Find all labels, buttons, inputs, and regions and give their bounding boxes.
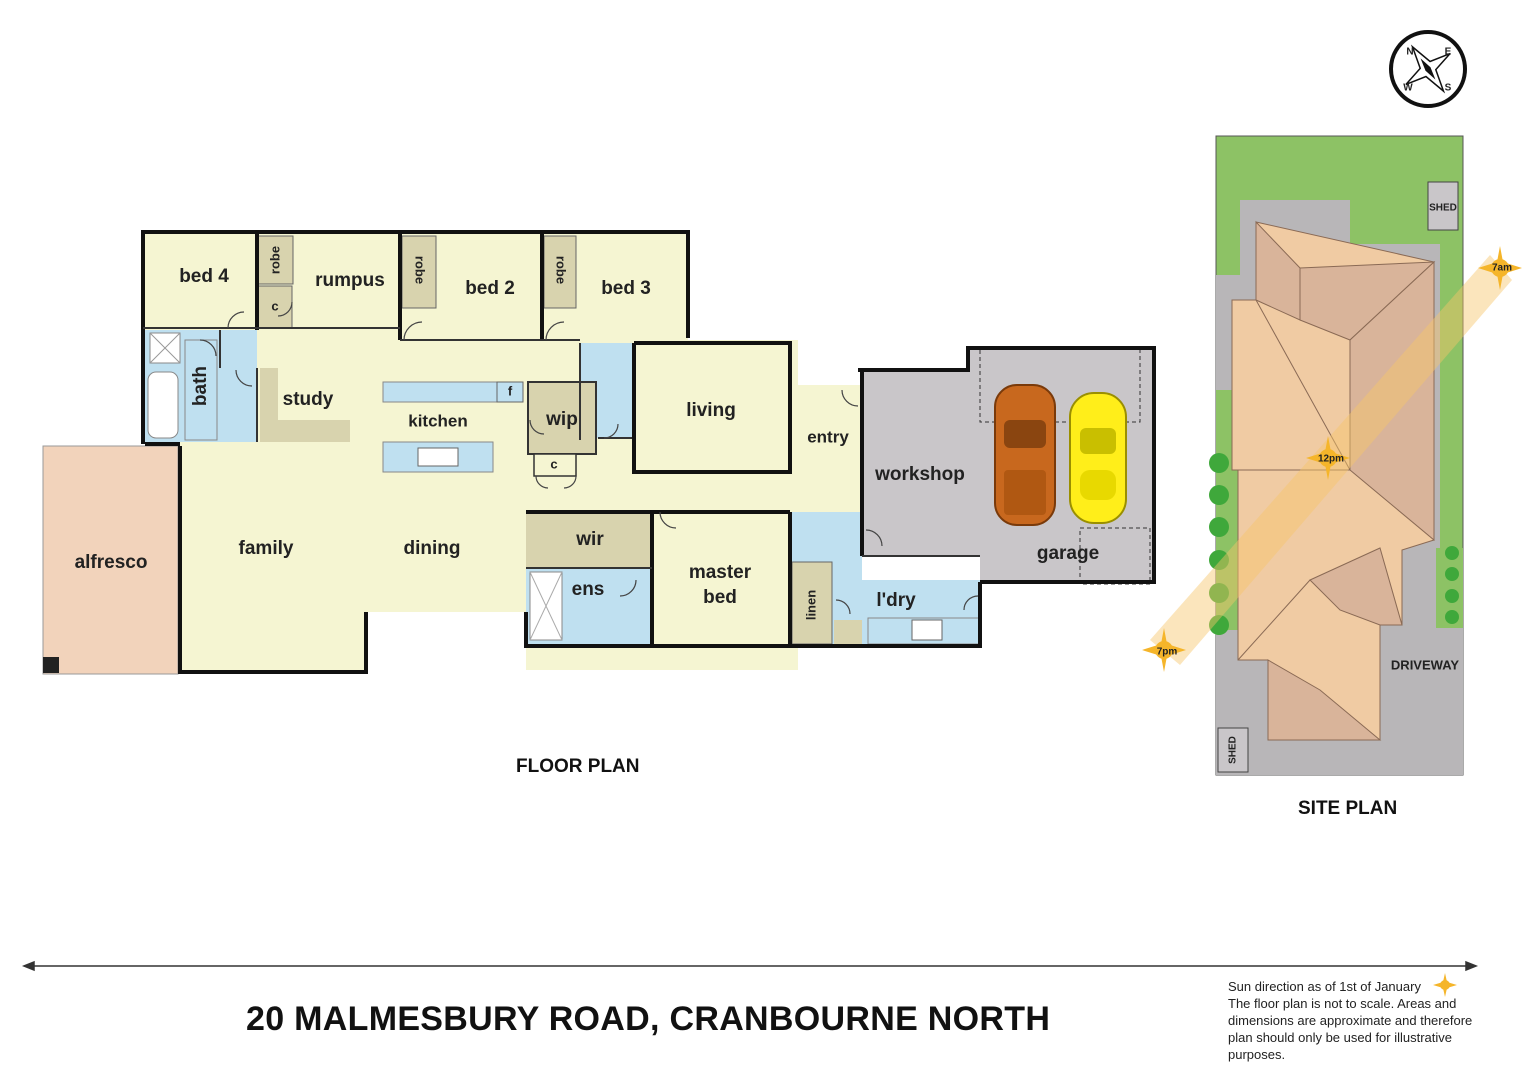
room-bed-2: bed 2 — [465, 278, 515, 299]
room-alfresco: alfresco — [75, 552, 148, 573]
room-master-bed-line1: master — [689, 562, 752, 583]
sun-7pm-icon — [1142, 628, 1186, 672]
room-workshop: workshop — [874, 464, 965, 485]
disclaimer-scale-note: The floor plan is not to scale. Areas an… — [1228, 996, 1473, 1062]
room-rumpus: rumpus — [315, 270, 385, 291]
room-cupboard-2: c — [550, 456, 557, 471]
disclaimer-sun-note: Sun direction as of 1st of January — [1228, 979, 1421, 994]
divider-arrow — [21, 960, 1479, 972]
compass-icon: N E S W — [1389, 30, 1467, 108]
floor-walls — [141, 230, 1156, 674]
sun-7am-icon — [1478, 246, 1522, 290]
floor-plan-caption: FLOOR PLAN — [516, 756, 640, 777]
site-shed-top: SHED — [1429, 203, 1457, 214]
room-laundry: l'dry — [876, 590, 916, 611]
yellow-car-icon — [1069, 392, 1127, 524]
room-entry: entry — [807, 427, 849, 446]
sun-7am-label: 7am — [1492, 263, 1512, 274]
sun-12pm-icon — [1306, 436, 1350, 480]
orange-car-icon — [994, 384, 1056, 526]
compass-s-label: S — [1445, 83, 1452, 94]
room-wir: wir — [575, 529, 604, 550]
sun-12pm-label: 12pm — [1318, 454, 1344, 465]
site-plan-caption: SITE PLAN — [1298, 798, 1398, 819]
floor-fills — [42, 232, 1154, 675]
room-garage: garage — [1037, 543, 1099, 564]
room-linen: linen — [803, 590, 818, 620]
room-kitchen: kitchen — [408, 411, 468, 430]
room-family: family — [239, 538, 294, 559]
room-ensuite: ens — [572, 579, 605, 600]
room-bed-3: bed 3 — [601, 278, 651, 299]
compass-e-label: E — [1445, 47, 1452, 58]
room-dining: dining — [404, 538, 461, 559]
room-living: living — [686, 400, 736, 421]
room-robe-bed2: robe — [413, 256, 428, 284]
sun-7pm-label: 7pm — [1157, 647, 1178, 658]
room-study: study — [283, 389, 334, 410]
compass-w-label: W — [1403, 83, 1413, 94]
room-wip: wip — [545, 409, 578, 430]
room-cupboard: c — [271, 298, 278, 313]
room-robe-bed3: robe — [554, 256, 569, 284]
room-master-bed-line2: bed — [703, 587, 737, 608]
compass-n-label: N — [1406, 47, 1413, 58]
property-address: 20 MALMESBURY ROAD, CRANBOURNE NORTH — [246, 1000, 1051, 1038]
site-shed-bottom: SHED — [1228, 736, 1239, 764]
room-robe-bed4: robe — [267, 246, 282, 274]
room-bed-4: bed 4 — [179, 266, 229, 287]
room-bath: bath — [190, 366, 211, 406]
door-swings — [199, 301, 979, 615]
site-plan: SHED SHED DRIVEWAY 7am 12pm 7pm — [1142, 135, 1522, 776]
site-driveway: DRIVEWAY — [1391, 657, 1459, 672]
disclaimer: Sun direction as of 1st of January The f… — [1228, 978, 1478, 1063]
sun-legend-icon — [1433, 973, 1457, 997]
fridge-label: f — [508, 383, 513, 398]
floor-internal-walls — [143, 327, 980, 569]
